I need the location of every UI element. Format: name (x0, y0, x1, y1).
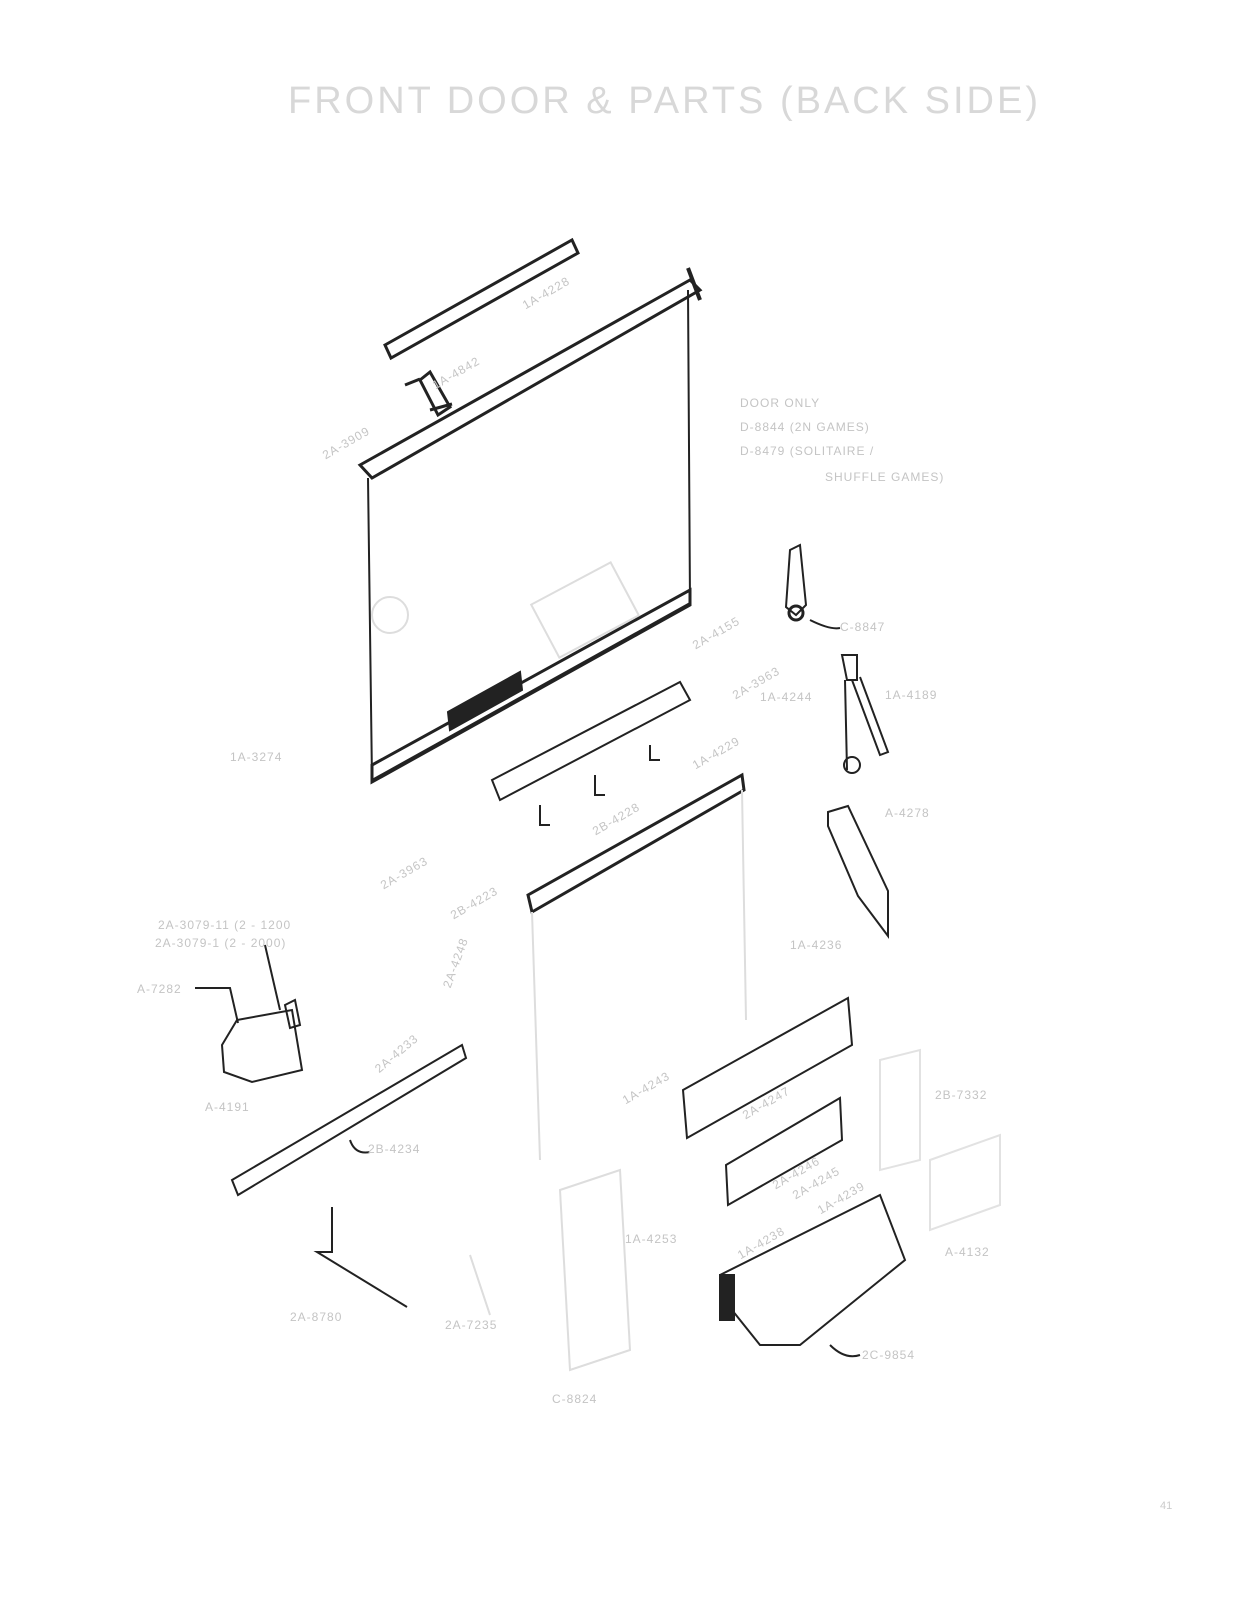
lower-panel (526, 772, 746, 915)
hinge-part (404, 369, 453, 418)
label-coin-box: 2C-9854 (862, 1348, 916, 1362)
label-cover: 2B-7332 (935, 1088, 988, 1102)
plate-2 (724, 1096, 844, 1207)
door-top-rail (357, 278, 703, 480)
page-title: FRONT DOOR & PARTS (BACK SIDE) (288, 80, 1041, 122)
shelf-bracket (490, 680, 692, 826)
label-plate-right-b: 1A-4236 (790, 938, 843, 952)
label-coin-mech: A-7282 (137, 982, 182, 996)
label-small-part: 1A-4253 (625, 1232, 678, 1246)
plate-1 (681, 996, 854, 1140)
label-door-only: DOOR ONLY (740, 396, 821, 410)
label-door-sol: D-8479 (SOLITAIRE / (740, 444, 875, 458)
right-plate (827, 804, 889, 939)
label-angle: 2A-8780 (290, 1310, 343, 1324)
angle-part (313, 1207, 408, 1308)
coin-mechanism (220, 998, 304, 1084)
label-coin-note-2: 2A-3079-1 (2 - 2000) (155, 936, 287, 950)
label-plate-right-a: A-4278 (885, 806, 930, 820)
label-left-side: 1A-3274 (230, 750, 283, 764)
label-coin-mech-base: A-4191 (205, 1100, 250, 1114)
label-right-box: A-4132 (945, 1245, 990, 1259)
front-door (367, 289, 692, 782)
long-strip (230, 1043, 468, 1197)
label-rod-a: 1A-4244 (760, 690, 813, 704)
label-clip: 2A-7235 (445, 1318, 498, 1332)
coin-box (719, 1193, 907, 1346)
page-number: 41 (1160, 1500, 1173, 1512)
label-lock-cam: C-8847 (840, 620, 886, 634)
top-trim-bar (383, 237, 580, 361)
label-coin-note-1: 2A-3079-11 (2 - 1200 (158, 918, 292, 932)
lock-rod (840, 654, 890, 771)
label-rod-b: 1A-4189 (885, 688, 938, 702)
label-door-shuffle: SHUFFLE GAMES) (825, 470, 945, 484)
label-long-strip: 2B-4234 (368, 1142, 421, 1156)
label-coin-door: C-8824 (552, 1392, 598, 1406)
label-door-2n: D-8844 (2N GAMES) (740, 420, 870, 434)
